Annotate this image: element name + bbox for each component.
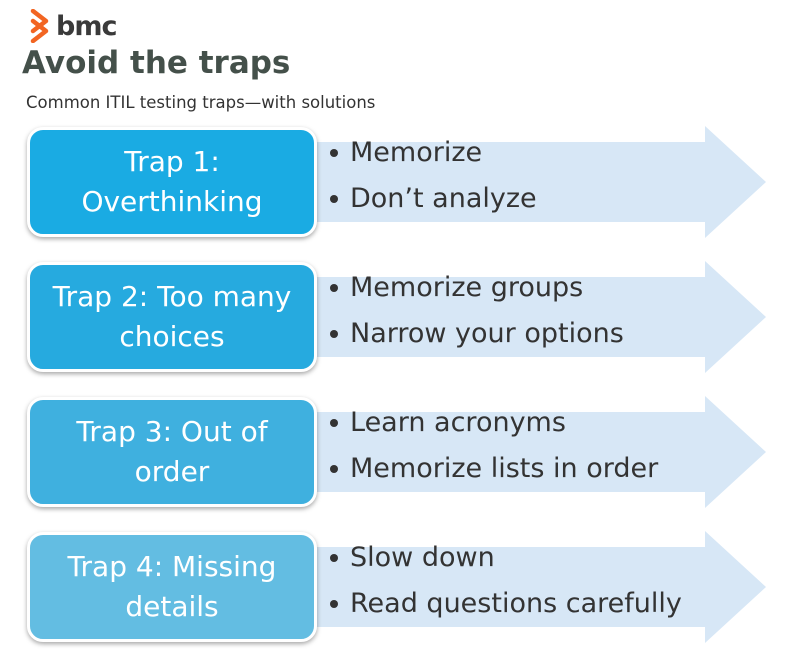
solution-item: Read questions carefully <box>324 581 682 627</box>
solution-item: Memorize lists in order <box>324 446 658 492</box>
bullet-icon <box>330 330 338 338</box>
solution-item: Slow down <box>324 535 682 581</box>
trap-row-4: Trap 4: Missing details Slow down Read q… <box>0 525 810 649</box>
solution-item: Memorize <box>324 130 537 176</box>
page-subtitle: Common ITIL testing traps—with solutions <box>26 93 376 112</box>
bullet-icon <box>330 284 338 292</box>
trap-box: Trap 2: Too many choices <box>27 262 317 372</box>
bullet-icon <box>330 195 338 203</box>
solution-item: Learn acronyms <box>324 400 658 446</box>
solution-text: Memorize <box>350 137 483 168</box>
bullet-icon <box>330 465 338 473</box>
page-title: Avoid the traps <box>22 45 291 81</box>
solution-arrow <box>300 126 766 238</box>
trap-row-3: Trap 3: Out of order Learn acronyms Memo… <box>0 390 810 514</box>
trap-box: Trap 3: Out of order <box>27 397 317 507</box>
solution-arrow <box>300 531 766 643</box>
bullet-icon <box>330 419 338 427</box>
solution-item: Memorize groups <box>324 265 624 311</box>
solution-list: Slow down Read questions carefully <box>324 535 682 627</box>
bullet-icon <box>330 600 338 608</box>
solution-text: Learn acronyms <box>350 407 566 438</box>
bmc-logo: bmc <box>28 8 117 44</box>
solution-list: Memorize groups Narrow your options <box>324 265 624 357</box>
bullet-icon <box>330 149 338 157</box>
trap-box: Trap 1: Overthinking <box>27 127 317 237</box>
solution-text: Read questions carefully <box>350 588 682 619</box>
solution-text: Memorize lists in order <box>350 453 659 484</box>
trap-row-1: Trap 1: Overthinking Memorize Don’t anal… <box>0 120 810 244</box>
solution-list: Memorize Don’t analyze <box>324 130 537 222</box>
solution-list: Learn acronyms Memorize lists in order <box>324 400 658 492</box>
trap-row-2: Trap 2: Too many choices Memorize groups… <box>0 255 810 379</box>
bmc-chevron-logo-icon <box>30 9 49 43</box>
logo-wordmark: bmc <box>56 10 117 42</box>
solution-arrow <box>300 396 766 508</box>
solution-text: Memorize groups <box>350 272 584 303</box>
solution-text: Don’t analyze <box>350 183 537 214</box>
solution-text: Narrow your options <box>350 318 624 349</box>
trap-box: Trap 4: Missing details <box>27 532 317 642</box>
solution-arrow <box>300 261 766 373</box>
solution-item: Narrow your options <box>324 311 624 357</box>
bullet-icon <box>330 554 338 562</box>
solution-item: Don’t analyze <box>324 176 537 222</box>
solution-text: Slow down <box>350 542 495 573</box>
